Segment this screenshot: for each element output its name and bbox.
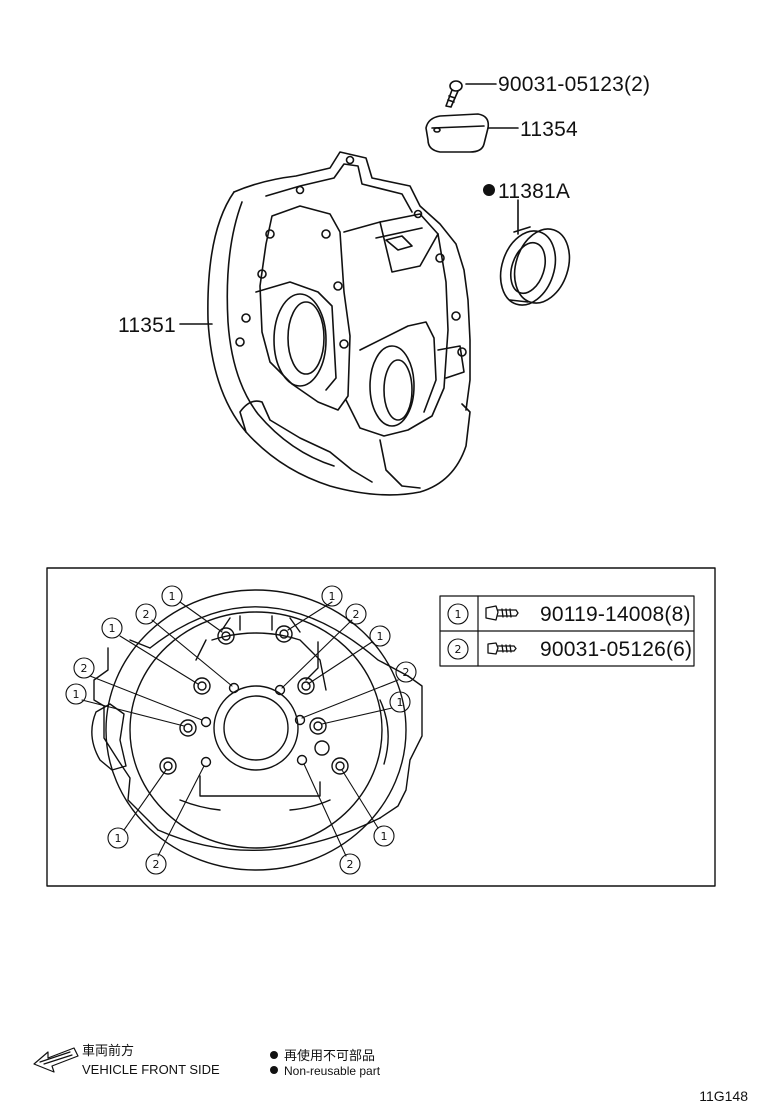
part-number-90031-05123: 90031-05123(2) (498, 73, 650, 96)
non-reusable-dot-icon (270, 1066, 278, 1074)
callout-circles (65, 585, 469, 875)
table-row2-part: 90031-05126(6) (540, 638, 692, 661)
non-reusable-text-jp: 再使用不可部品 (284, 1049, 376, 1064)
bolt-location-frame (46, 567, 716, 887)
callout-2: 2 (153, 858, 160, 871)
callout-1: 1 (381, 830, 388, 843)
bolt-90031-05123-drawing (445, 80, 463, 108)
non-reusable-dot-icon (270, 1051, 278, 1059)
callout-2: 2 (347, 858, 354, 871)
vehicle-front-label-jp: 車両前方 (82, 1044, 135, 1059)
table-row1-part: 90119-14008(8) (540, 603, 691, 626)
callout-1: 1 (377, 630, 384, 643)
bolt-type-2-icon (487, 642, 517, 655)
part-number-11381a: 11381A (498, 180, 570, 203)
table-row1-number: 1 (455, 608, 462, 621)
callout-2: 2 (81, 662, 88, 675)
callout-2: 2 (353, 608, 360, 621)
table-row2-number: 2 (455, 643, 462, 656)
diagram-code: 11G148 (699, 1088, 748, 1104)
bolt-table-grid (439, 595, 695, 667)
non-reusable-text-en: Non-reusable part (284, 1064, 381, 1078)
flywheel-housing-11351-drawing (207, 151, 471, 496)
callout-1: 1 (329, 590, 336, 603)
non-reusable-dot-icon (483, 184, 495, 196)
part-number-11354: 11354 (520, 118, 578, 141)
vehicle-front-label-en: VEHICLE FRONT SIDE (82, 1062, 220, 1077)
callout-1: 1 (169, 590, 176, 603)
vehicle-front-arrow-icon (33, 1047, 79, 1073)
non-reusable-label-en: Non-reusable part (270, 1064, 380, 1078)
cover-11354-drawing (425, 113, 490, 153)
callout-1: 1 (115, 832, 122, 845)
non-reusable-label-jp: 再使用不可部品 (270, 1045, 375, 1064)
housing-front-view-drawing (91, 589, 423, 871)
seal-11381a-drawing (499, 226, 571, 306)
part-number-11351: 11351 (118, 314, 176, 337)
callout-leaders (81, 601, 399, 857)
bolt-type-1-icon (485, 605, 519, 621)
callout-1: 1 (397, 696, 404, 709)
callout-2: 2 (143, 608, 150, 621)
callout-1: 1 (109, 622, 116, 635)
callout-2: 2 (403, 666, 410, 679)
callout-1: 1 (73, 688, 80, 701)
